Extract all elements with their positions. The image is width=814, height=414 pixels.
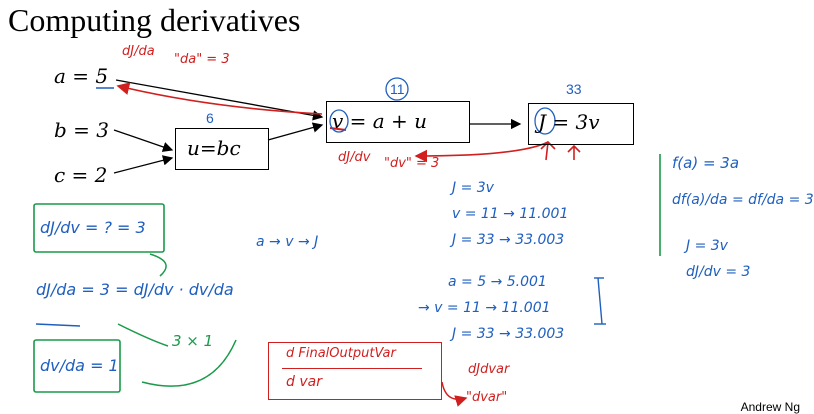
edge-c-u — [113, 155, 174, 174]
red-dj-dv: dJ/dv — [338, 150, 371, 165]
blue-a5: a = 5 → 5.001 — [448, 274, 547, 290]
blue-j3v: J = 3v — [452, 180, 494, 196]
blue-v11b: → v = 11 → 11.001 — [418, 300, 551, 316]
green-box-djdv — [33, 203, 165, 253]
page-title: Computing derivatives — [8, 2, 301, 38]
green-mult: 3 × 1 — [172, 332, 214, 350]
red-notation-box — [268, 342, 442, 400]
blue-djdv3: dJ/dv = 3 — [686, 264, 751, 280]
green-dv-da: dv/da = 1 — [40, 356, 119, 375]
blue-fa: f(a) = 3a — [672, 154, 740, 172]
v-value: 11 — [390, 81, 405, 97]
input-c: c = 2 — [54, 163, 108, 187]
j-value: 33 — [566, 81, 582, 97]
blue-j3v-box: J = 3v — [686, 238, 728, 254]
red-box-divider — [282, 368, 422, 369]
green-chain: dJ/da = 3 = dJ/dv · dv/da — [36, 280, 234, 299]
green-box-dvda — [33, 339, 121, 393]
red-dvar: "dvar" — [466, 390, 508, 405]
v-node-box — [326, 101, 470, 143]
edge-b-u — [113, 129, 174, 152]
blue-j33b: J = 33 → 33.003 — [452, 326, 565, 342]
blue-j33: J = 33 → 33.003 — [452, 232, 565, 248]
v-value-circle — [385, 77, 409, 101]
author-credit: Andrew Ng — [740, 400, 800, 414]
blue-flow: a → v → J — [256, 234, 319, 250]
red-da-eq: "da" = 3 — [174, 52, 230, 67]
edge-u-v — [267, 122, 324, 141]
j-node-box — [528, 103, 634, 145]
u-node-box — [175, 128, 269, 170]
blue-dfa: df(a)/da = df/da = 3 — [672, 192, 814, 208]
red-box-top: d FinalOutputVar — [286, 346, 396, 361]
red-back-arrow-a — [116, 82, 323, 115]
red-dj-da: dJ/da — [122, 44, 155, 59]
green-dj-dv: dJ/dv = ? = 3 — [40, 218, 146, 237]
blue-v11: v = 11 → 11.001 — [452, 206, 569, 222]
v-node-label: v = a + u — [332, 109, 428, 133]
u-node-label: u=bc — [187, 136, 241, 160]
red-djdvar: dJdvar — [468, 362, 510, 377]
j-node-label: J = 3v — [538, 110, 600, 134]
red-dv-eq: "dv" = 3 — [384, 156, 440, 171]
u-value: 6 — [206, 110, 214, 126]
edge-a-v — [115, 79, 324, 121]
input-a: a = 5 — [54, 64, 109, 88]
red-box-bottom: d var — [286, 374, 322, 390]
input-b: b = 3 — [54, 118, 109, 142]
